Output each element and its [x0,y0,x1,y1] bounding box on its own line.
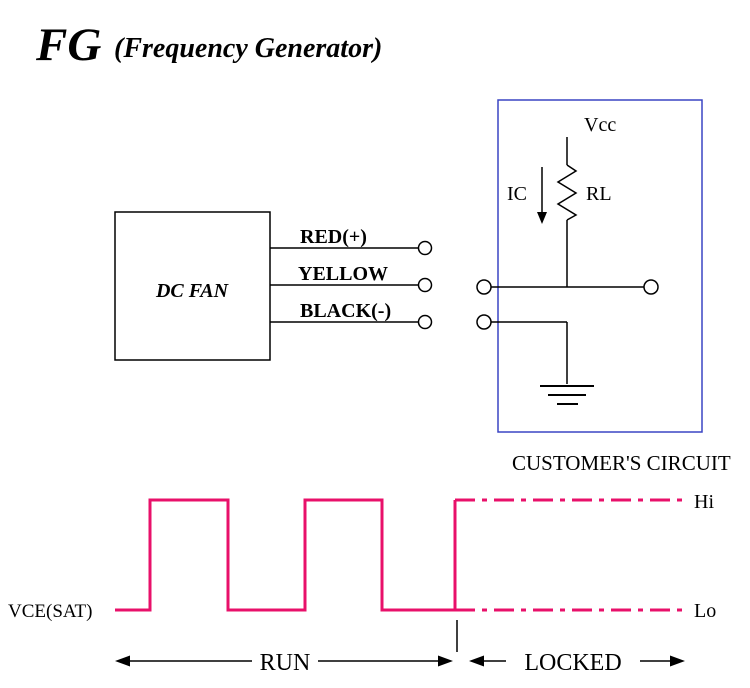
ic-current-arrowhead-icon [537,212,547,224]
circuit-ground-terminal-icon [476,314,492,330]
lo-level-label: Lo [694,600,716,622]
customer-circuit-caption: CUSTOMER'S CIRCUIT [512,451,731,475]
resistor-rl-icon [556,164,578,221]
yellow-wire-label: YELLOW [298,263,388,285]
customer-circuit-box [497,99,703,433]
ic-label: IC [507,183,527,205]
red-wire-terminal-icon [417,240,433,256]
vcc-label: Vcc [584,114,616,136]
locked-label-backplate [506,644,640,674]
yellow-wire-terminal-icon [417,277,433,293]
dc-fan-box [114,211,271,361]
run-label-backplate [252,644,318,674]
fg-waveform-run [115,498,457,612]
red-wire-label: RED(+) [300,226,367,248]
rl-label: RL [586,183,612,205]
circuit-output-terminal-icon [643,279,659,295]
locked-label: LOCKED [524,650,621,676]
hi-level-label: Hi [694,491,714,513]
page-title: FG [35,19,101,71]
circuit-input-terminal-icon [476,279,492,295]
ground-symbol-icon [540,385,594,405]
black-wire-terminal-icon [417,314,433,330]
vce-sat-label: VCE(SAT) [8,601,92,622]
page-subtitle: (Frequency Generator) [114,33,382,64]
dc-fan-label: DC FAN [155,280,230,302]
run-label: RUN [260,650,311,676]
black-wire-label: BLACK(-) [300,300,391,322]
